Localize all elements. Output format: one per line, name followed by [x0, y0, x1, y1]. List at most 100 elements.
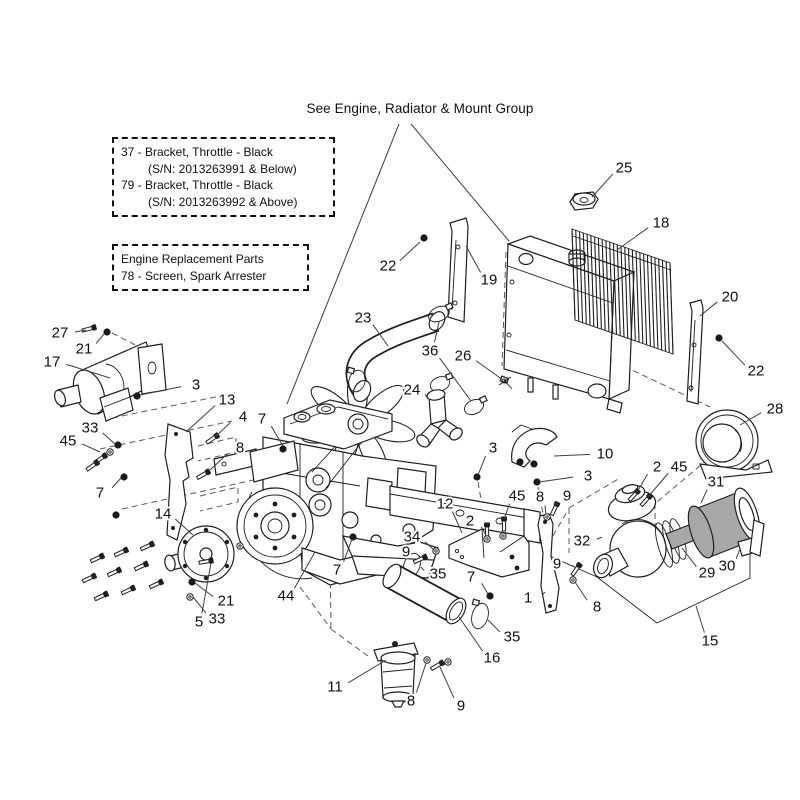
leader-line — [424, 394, 429, 400]
callout-number-33: 33 — [82, 420, 99, 437]
muffler — [53, 341, 167, 422]
leader-line — [201, 562, 212, 614]
callout-number-9: 9 — [553, 556, 561, 573]
callout-number-4: 4 — [239, 409, 247, 426]
note-line: (S/N: 2013263992 & Above) — [148, 194, 298, 209]
fastener-hardware — [81, 234, 723, 672]
leader-line — [487, 619, 501, 633]
callout-number-28: 28 — [767, 401, 784, 418]
leader-line — [399, 241, 421, 261]
leader-line — [139, 386, 182, 396]
leader-line — [95, 333, 105, 344]
leader-line — [372, 324, 389, 347]
leader-line — [538, 476, 574, 483]
nut-icon — [349, 533, 357, 541]
callout-number-26: 26 — [455, 348, 472, 365]
leader-line — [699, 301, 718, 317]
callout-number-24: 24 — [404, 382, 421, 399]
bolt-icon — [429, 659, 446, 672]
callout-number-3: 3 — [584, 468, 592, 485]
leader-line — [174, 518, 194, 536]
callout-number-21: 21 — [218, 593, 235, 610]
bolt-icon — [148, 578, 165, 590]
radiator-bracket-left — [447, 217, 469, 323]
note-line: Engine Replacement Parts — [121, 252, 264, 266]
leader-line — [420, 566, 425, 571]
note-box-throttle-bracket: 37 - Bracket, Throttle - Black (S/N: 201… — [112, 137, 335, 217]
bolt-icon — [639, 493, 653, 508]
callout-number-18: 18 — [653, 215, 670, 232]
nut-icon — [279, 445, 287, 453]
nut-icon — [533, 478, 541, 486]
bolt-icon — [85, 459, 101, 472]
callout-number-2: 2 — [653, 459, 661, 476]
callout-number-33: 33 — [209, 611, 226, 628]
leader-line — [102, 432, 116, 445]
callout-number-32: 32 — [574, 533, 591, 550]
note-line: 78 - Screen, Spark Arrester — [121, 268, 267, 283]
callout-number-22: 22 — [748, 363, 765, 380]
nut-icon — [420, 234, 428, 242]
callout-number-1: 1 — [524, 590, 532, 607]
bolt-icon — [106, 566, 123, 578]
leader-line — [192, 596, 207, 614]
bolt-icon — [93, 590, 110, 602]
upper-radiator-hose — [345, 311, 446, 403]
callout-number-10: 10 — [597, 446, 614, 463]
callout-number-34: 34 — [404, 529, 421, 546]
leader-line — [214, 421, 232, 438]
callout-number-35: 35 — [430, 566, 447, 583]
nut-icon — [112, 511, 120, 519]
callout-number-13: 13 — [219, 392, 236, 409]
debris-screen — [571, 228, 674, 355]
leader-line — [452, 511, 463, 534]
callout-number-2: 2 — [466, 513, 474, 530]
bolt-icon — [120, 584, 137, 596]
leader-line — [475, 360, 504, 381]
leader-line — [209, 452, 229, 471]
drive-pulley — [164, 525, 235, 583]
nut-icon — [133, 392, 141, 400]
leader-line — [721, 340, 746, 366]
leader-line — [596, 536, 603, 540]
callout-number-7: 7 — [333, 562, 341, 579]
callout-number-9: 9 — [563, 488, 571, 505]
leader-line — [735, 548, 741, 560]
callout-number-45: 45 — [509, 488, 526, 505]
nut-icon — [120, 473, 128, 481]
leader-line — [74, 329, 87, 333]
callout-number-35: 35 — [504, 629, 521, 646]
bolt-icon — [133, 560, 150, 572]
callout-number-7: 7 — [467, 569, 475, 586]
leader-line — [194, 582, 214, 597]
callout-number-45: 45 — [671, 459, 688, 476]
leader-line — [481, 583, 489, 595]
callout-number-19: 19 — [481, 272, 498, 289]
leader-line — [347, 659, 387, 684]
y-pipe — [416, 389, 463, 448]
leader-line — [433, 321, 440, 343]
radiator-bracket-right — [686, 299, 704, 405]
engine-assembly — [213, 365, 541, 586]
leader-line — [636, 473, 649, 493]
callout-number-29: 29 — [699, 565, 716, 582]
bolt-icon — [549, 500, 561, 517]
nut-icon — [188, 578, 196, 586]
support-strap — [537, 513, 560, 614]
callout-number-14: 14 — [155, 506, 172, 523]
washer-icon — [423, 656, 431, 664]
washer-icon — [569, 576, 577, 584]
support-bracket-upper — [511, 427, 558, 468]
callout-number-8: 8 — [407, 693, 415, 710]
callout-number-3: 3 — [489, 440, 497, 457]
callout-number-7: 7 — [96, 485, 104, 502]
leader-line — [616, 227, 649, 251]
leader-line — [681, 547, 697, 567]
muffler-bracket — [164, 423, 194, 541]
nut-icon — [486, 592, 494, 600]
bolt-icon — [113, 546, 130, 558]
leader-line — [695, 605, 705, 633]
leader-line — [439, 666, 455, 699]
